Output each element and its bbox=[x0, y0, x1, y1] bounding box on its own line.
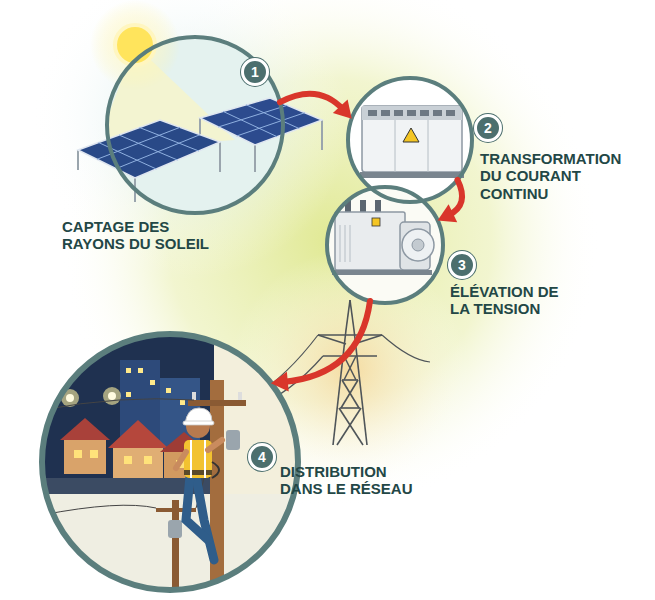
step-circle: 3ÉLÉVATION DE LA TENSION bbox=[327, 187, 443, 303]
callout-number: 4 bbox=[248, 443, 276, 471]
step-circle: 4DISTRIBUTION DANS LE RÉSEAU bbox=[42, 334, 298, 590]
process-arrow bbox=[280, 94, 344, 110]
arrow-head bbox=[271, 372, 289, 392]
step-label: DISTRIBUTION DANS LE RÉSEAU bbox=[280, 463, 430, 498]
callout-number: 3 bbox=[448, 251, 476, 279]
step-circle: 1CAPTAGE DES RAYONS DU SOLEIL bbox=[107, 37, 283, 213]
inverter bbox=[360, 106, 464, 178]
step-label: ÉLÉVATION DE LA TENSION bbox=[450, 283, 575, 318]
transformer bbox=[332, 200, 434, 275]
callout-number: 2 bbox=[474, 114, 502, 142]
circle-ring bbox=[42, 37, 472, 590]
callout-number: 1 bbox=[241, 58, 269, 86]
arrow-head bbox=[438, 204, 458, 222]
background-glow bbox=[30, 0, 600, 510]
process-arrow bbox=[283, 301, 370, 382]
solar-panels bbox=[78, 98, 322, 202]
step-circle: 2TRANSFORMATION DU COURANT CONTINU bbox=[348, 78, 472, 202]
arrow-head bbox=[333, 100, 352, 119]
step-label: TRANSFORMATION DU COURANT CONTINU bbox=[480, 150, 640, 202]
distribution-scene bbox=[42, 334, 298, 600]
step-label: CAPTAGE DES RAYONS DU SOLEIL bbox=[62, 218, 227, 253]
